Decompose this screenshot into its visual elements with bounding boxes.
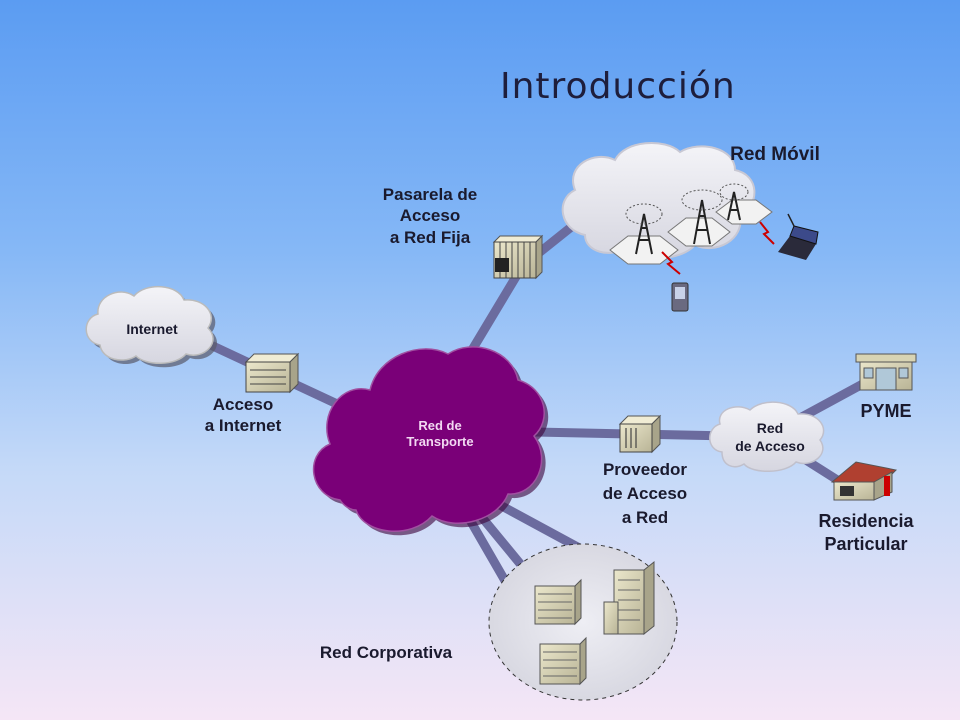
label-pasarela-line3: a Red Fija: [389, 227, 471, 247]
label-pyme: PYME: [860, 401, 912, 421]
label-proveedor-line2: de Acceso: [602, 483, 688, 503]
shop-icon: [855, 353, 917, 391]
label-acceso-internet-line2: a Internet: [204, 416, 282, 436]
pda-icon: [671, 282, 689, 312]
label-proveedor: Proveedor de Acceso a Red: [580, 458, 710, 529]
label-red-movil: Red Móvil: [730, 144, 820, 165]
transport-network-cloud-icon: [312, 346, 549, 536]
label-red-acceso-line2: de Acceso: [735, 437, 805, 454]
internet-cloud-icon: [85, 285, 217, 368]
label-acceso-internet-line1: Acceso: [212, 395, 274, 414]
link-pyme: [795, 375, 875, 423]
gateway-icon: [492, 234, 544, 280]
page-title: Introducción: [500, 66, 736, 107]
label-residencia-line1: Residencia: [818, 511, 914, 531]
building-icon: [534, 560, 655, 686]
access-network-cloud-icon: [709, 401, 825, 472]
label-residencia-line2: Particular: [824, 533, 908, 554]
label-red-transporte-line2: Transporte: [406, 434, 474, 450]
label-internet: Internet: [126, 321, 178, 337]
label-proveedor-line3: a Red: [621, 507, 669, 527]
laptop-icon: [778, 213, 819, 260]
label-residencia: Residencia Particular: [796, 510, 936, 555]
label-red-acceso-line1: Red: [756, 420, 784, 436]
label-red-transporte-line1: Red de: [418, 418, 462, 433]
label-red-transporte: Red de Transporte: [385, 418, 495, 451]
label-pasarela-line2: Acceso: [399, 206, 461, 226]
cell-tower-icon: [609, 183, 775, 275]
router-icon: [244, 352, 300, 394]
house-icon: [830, 461, 898, 501]
label-pasarela: Pasarela de Acceso a Red Fija: [360, 184, 500, 248]
label-acceso-internet: Acceso a Internet: [188, 394, 298, 437]
label-red-corporativa: Red Corporativa: [319, 643, 453, 662]
access-provider-icon: [618, 414, 662, 454]
label-pasarela-line1: Pasarela de: [382, 185, 478, 204]
label-proveedor-line1: Proveedor: [602, 460, 688, 479]
label-red-acceso: Red de Acceso: [715, 420, 825, 455]
